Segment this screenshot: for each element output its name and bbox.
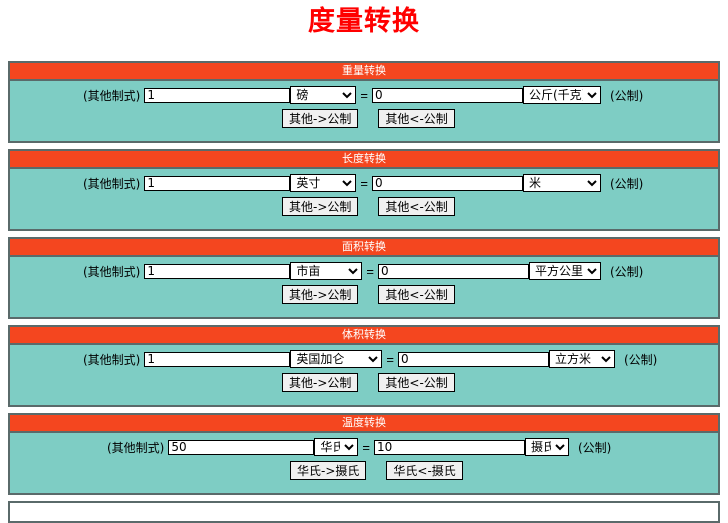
area-result-input[interactable] xyxy=(377,263,529,279)
equals-sign: = xyxy=(366,263,374,279)
section-body-area: (其他制式) 市亩 = 平方公里 (公制) 其他->公制 其他<-公制 xyxy=(9,256,719,318)
length-button-row: 其他->公制 其他<-公制 xyxy=(10,195,718,217)
conversion-section-area: 面积转换 (其他制式) 市亩 = 平方公里 (公制) 其他->公制 其他<-公制 xyxy=(8,237,720,319)
equals-sign: = xyxy=(360,87,368,103)
length-source-input[interactable] xyxy=(144,175,291,191)
area-result-unit-select[interactable]: 平方公里 xyxy=(528,262,601,280)
volume-source-unit-select[interactable]: 英国加仑 xyxy=(290,350,383,368)
length-result-unit-select[interactable]: 米 xyxy=(522,174,601,192)
weight-source-unit-select[interactable]: 磅 xyxy=(290,86,357,104)
section-header-weight: 重量转换 xyxy=(9,62,719,81)
conversion-row-area: (其他制式) 市亩 = 平方公里 (公制) xyxy=(10,260,718,282)
length-result-input[interactable] xyxy=(371,175,523,191)
temperature-result-unit-select[interactable]: 摄氏 xyxy=(524,438,569,456)
temperature-result-input[interactable] xyxy=(373,439,525,455)
conversion-row-volume: (其他制式) 英国加仑 = 立方米 (公制) xyxy=(10,348,718,370)
other-system-label: (其他制式) xyxy=(107,440,165,455)
length-to-metric-button[interactable]: 其他->公制 xyxy=(282,196,359,216)
next-section-cell xyxy=(9,502,719,522)
weight-result-input[interactable] xyxy=(371,87,523,103)
conversion-section-weight: 重量转换 (其他制式) 磅 = 公斤(千克) (公制) 其他->公制 其他<-公… xyxy=(8,61,720,143)
section-header-volume: 体积转换 xyxy=(9,326,719,345)
section-header-length: 长度转换 xyxy=(9,150,719,169)
conversion-row-weight: (其他制式) 磅 = 公斤(千克) (公制) xyxy=(10,84,718,106)
conversion-section-temperature: 温度转换 (其他制式) 华氏 = 摄氏 (公制) 华氏->摄氏 华氏<-摄氏 xyxy=(8,413,720,495)
metric-system-label: (公制) xyxy=(609,88,644,103)
metric-system-label: (公制) xyxy=(609,264,644,279)
volume-source-input[interactable] xyxy=(144,351,291,367)
temperature-button-row: 华氏->摄氏 华氏<-摄氏 xyxy=(10,459,718,481)
metric-system-label: (公制) xyxy=(577,440,612,455)
temperature-source-unit-select[interactable]: 华氏 xyxy=(314,438,359,456)
area-source-unit-select[interactable]: 市亩 xyxy=(290,262,363,280)
equals-sign: = xyxy=(362,439,370,455)
volume-result-input[interactable] xyxy=(397,351,549,367)
volume-to-metric-button[interactable]: 其他->公制 xyxy=(282,372,359,392)
section-body-volume: (其他制式) 英国加仑 = 立方米 (公制) 其他->公制 其他<-公制 xyxy=(9,344,719,406)
conversion-row-length: (其他制式) 英寸 = 米 (公制) xyxy=(10,172,718,194)
temperature-source-input[interactable] xyxy=(168,439,315,455)
page-title: 度量转换 xyxy=(308,6,420,37)
temperature-to-celsius-button[interactable]: 华氏->摄氏 xyxy=(290,460,367,480)
conversion-section-volume: 体积转换 (其他制式) 英国加仑 = 立方米 (公制) 其他->公制 其他<-公… xyxy=(8,325,720,407)
length-source-unit-select[interactable]: 英寸 xyxy=(290,174,357,192)
length-from-metric-button[interactable]: 其他<-公制 xyxy=(378,196,455,216)
temperature-from-celsius-button[interactable]: 华氏<-摄氏 xyxy=(386,460,463,480)
other-system-label: (其他制式) xyxy=(83,264,141,279)
weight-from-metric-button[interactable]: 其他<-公制 xyxy=(378,108,455,128)
conversion-section-length: 长度转换 (其他制式) 英寸 = 米 (公制) 其他->公制 其他<-公制 xyxy=(8,149,720,231)
area-source-input[interactable] xyxy=(144,263,291,279)
weight-source-input[interactable] xyxy=(144,87,291,103)
section-body-temperature: (其他制式) 华氏 = 摄氏 (公制) 华氏->摄氏 华氏<-摄氏 xyxy=(9,432,719,494)
volume-result-unit-select[interactable]: 立方米 xyxy=(548,350,615,368)
section-body-length: (其他制式) 英寸 = 米 (公制) 其他->公制 其他<-公制 xyxy=(9,168,719,230)
other-system-label: (其他制式) xyxy=(83,176,141,191)
other-system-label: (其他制式) xyxy=(83,88,141,103)
section-header-area: 面积转换 xyxy=(9,238,719,257)
weight-button-row: 其他->公制 其他<-公制 xyxy=(10,107,718,129)
volume-button-row: 其他->公制 其他<-公制 xyxy=(10,371,718,393)
metric-system-label: (公制) xyxy=(623,352,658,367)
equals-sign: = xyxy=(360,175,368,191)
conversion-row-temperature: (其他制式) 华氏 = 摄氏 (公制) xyxy=(10,436,718,458)
metric-system-label: (公制) xyxy=(609,176,644,191)
volume-from-metric-button[interactable]: 其他<-公制 xyxy=(378,372,455,392)
area-from-metric-button[interactable]: 其他<-公制 xyxy=(378,284,455,304)
next-section-partial xyxy=(8,501,720,523)
section-body-weight: (其他制式) 磅 = 公斤(千克) (公制) 其他->公制 其他<-公制 xyxy=(9,80,719,142)
weight-to-metric-button[interactable]: 其他->公制 xyxy=(282,108,359,128)
weight-result-unit-select[interactable]: 公斤(千克) xyxy=(522,86,601,104)
section-header-temperature: 温度转换 xyxy=(9,414,719,433)
area-to-metric-button[interactable]: 其他->公制 xyxy=(282,284,359,304)
area-button-row: 其他->公制 其他<-公制 xyxy=(10,283,718,305)
equals-sign: = xyxy=(386,351,394,367)
other-system-label: (其他制式) xyxy=(83,352,141,367)
